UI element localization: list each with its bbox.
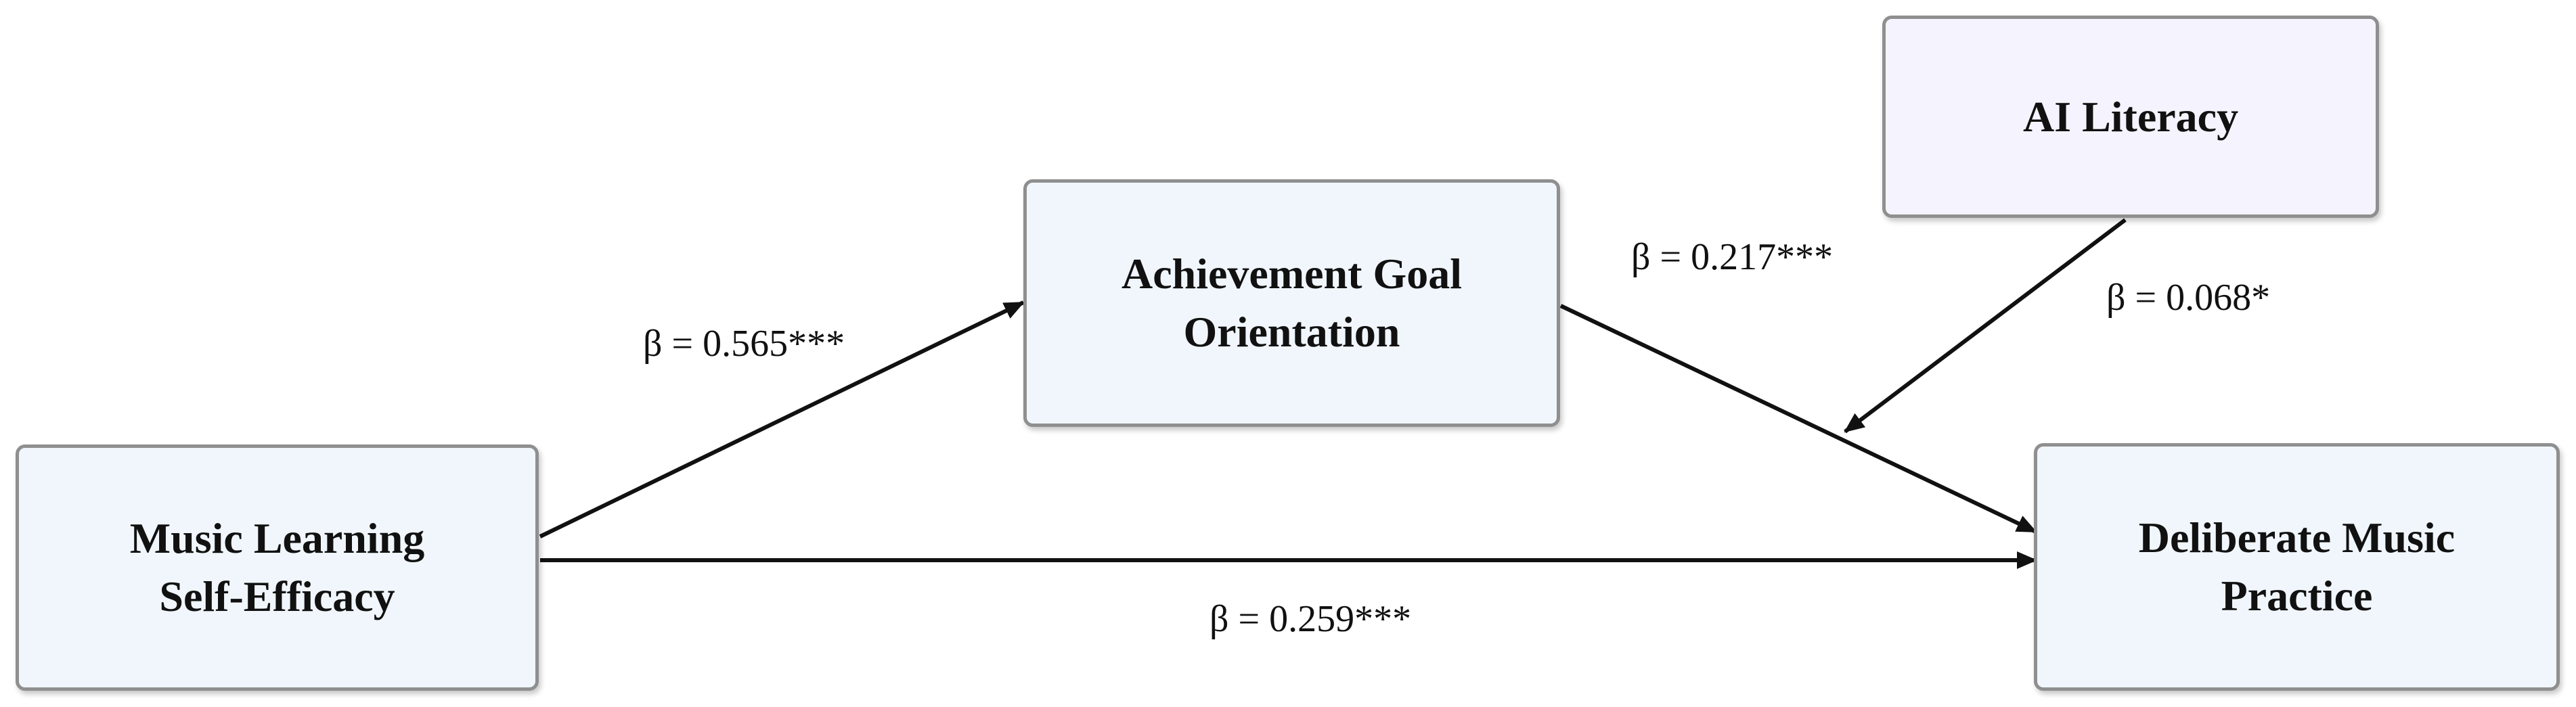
node-label-line2: Practice <box>2221 572 2373 620</box>
node-label-line2: Self-Efficacy <box>159 572 395 620</box>
node-label-line1: AI Literacy <box>2022 92 2239 141</box>
node-label-line1: Deliberate Music <box>2138 514 2456 562</box>
coefficient-label-self-efficacy-to-deliberate-practice: β = 0.259*** <box>1209 598 1412 640</box>
node-deliberate-music-practice: Deliberate Music Practice <box>2034 443 2560 691</box>
node-label-line2: Orientation <box>1183 308 1400 356</box>
coefficient-label-self-efficacy-to-goal-orientation: β = 0.565*** <box>643 323 845 365</box>
coefficient-label-goal-orientation-to-deliberate-practice: β = 0.217*** <box>1631 236 1834 278</box>
node-label-line1: Achievement Goal <box>1122 250 1462 298</box>
node-ai-literacy: AI Literacy <box>1882 16 2379 218</box>
arrow-ai-literacy-moderation <box>1844 218 2127 434</box>
coefficient-label-ai-literacy-moderation: β = 0.068* <box>2106 277 2271 319</box>
arrow-goal-orientation-to-deliberate-practice <box>1559 304 2037 534</box>
node-label-line1: Music Learning <box>129 514 425 562</box>
arrow-self-efficacy-to-goal-orientation <box>539 300 1025 539</box>
node-achievement-goal-orientation: Achievement Goal Orientation <box>1023 179 1560 427</box>
node-music-learning-self-efficacy: Music Learning Self-Efficacy <box>16 444 539 691</box>
